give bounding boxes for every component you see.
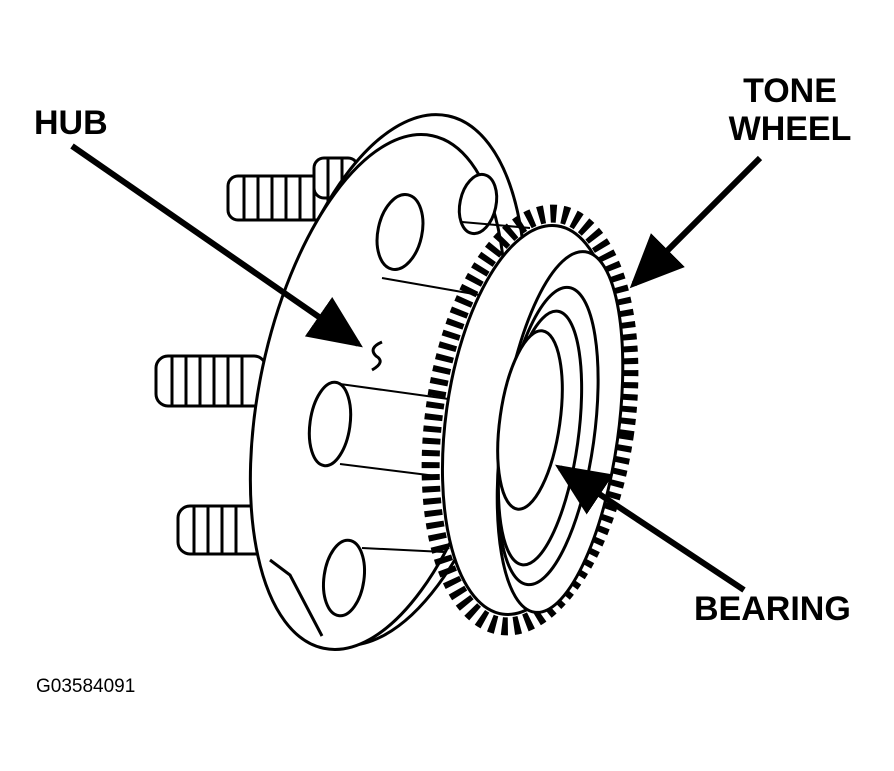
leader-arrows (70, 143, 763, 593)
bearing-inner (496, 329, 564, 511)
hub-flange-notch (269, 558, 324, 637)
bolt-hole-bottom (322, 538, 366, 618)
wheel-stud-bottom (176, 504, 270, 556)
hub-arrow (70, 143, 363, 348)
tone-wheel-label: TONE WHEEL (722, 72, 858, 148)
bolt-hole-middle (307, 380, 353, 468)
hub-mark (371, 340, 383, 372)
bolt-hole-top-right (457, 172, 499, 236)
wheel-stud-middle (154, 354, 268, 408)
bolt-holes (307, 172, 499, 618)
bearing (495, 250, 625, 614)
bearing-label: BEARING (694, 590, 851, 628)
tone-wheel-label-line1: TONE (743, 72, 837, 110)
hub-label: HUB (34, 104, 108, 142)
tone-wheel-label-line2: WHEEL (728, 110, 852, 148)
tone-wheel-teeth (421, 204, 639, 636)
bearing-arrow (554, 464, 746, 593)
bolt-hole-top-left (375, 193, 425, 271)
figure-code: G03584091 (36, 676, 136, 697)
tone-wheel-arrow (629, 155, 763, 289)
